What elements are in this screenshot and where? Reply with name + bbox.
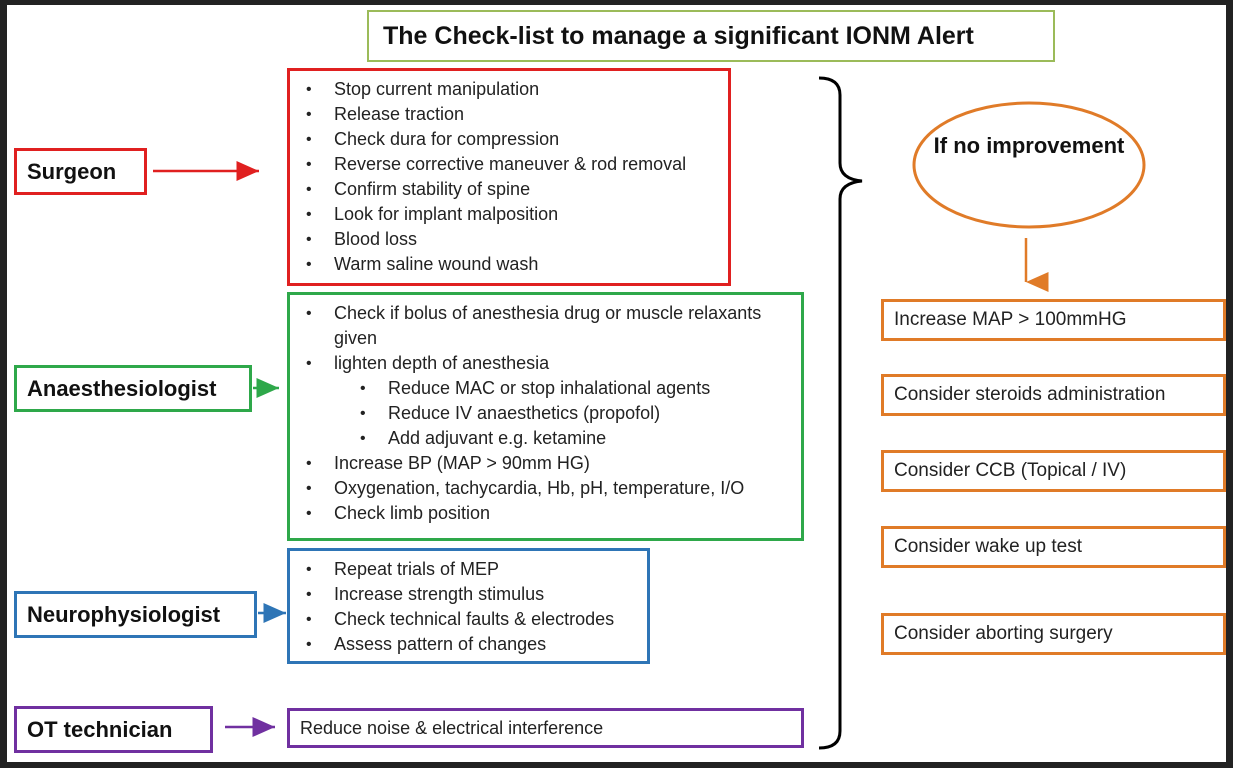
checklist-item: lighten depth of anesthesia [298, 351, 793, 376]
surgeon-checklist: Stop current manipulationRelease tractio… [287, 68, 731, 286]
checklist-item: Repeat trials of MEP [298, 557, 639, 582]
ot-technician-checklist: Reduce noise & electrical interference [287, 708, 804, 748]
checklist-item: Check dura for compression [298, 127, 720, 152]
checklist-item: Add adjuvant e.g. ketamine [298, 426, 793, 451]
role-surgeon: Surgeon [14, 148, 147, 195]
action-steroids: Consider steroids administration [881, 374, 1226, 416]
action-ccb: Consider CCB (Topical / IV) [881, 450, 1226, 492]
checklist-item: Stop current manipulation [298, 77, 720, 102]
action-abort-surgery: Consider aborting surgery [881, 613, 1226, 655]
checklist-item: Reduce MAC or stop inhalational agents [298, 376, 793, 401]
checklist-item: Check limb position [298, 501, 793, 526]
role-anaesthesiologist-label: Anaesthesiologist [27, 375, 217, 401]
checklist-item: Reduce noise & electrical interference [300, 718, 604, 738]
right-curly-brace [818, 76, 863, 750]
checklist-item: Check if bolus of anesthesia drug or mus… [298, 301, 793, 351]
checklist-item: Blood loss [298, 227, 720, 252]
role-anaesthesiologist: Anaesthesiologist [14, 365, 252, 412]
checklist-item: Oxygenation, tachycardia, Hb, pH, temper… [298, 476, 793, 501]
checklist-item: Check technical faults & electrodes [298, 607, 639, 632]
checklist-item: Look for implant malposition [298, 202, 720, 227]
diagram-canvas: The Check-list to manage a significant I… [7, 5, 1226, 762]
connectors-layer [153, 76, 1146, 750]
no-improvement-ellipse [912, 101, 1146, 229]
checklist-item: Reduce IV anaesthetics (propofol) [298, 401, 793, 426]
role-neurophysiologist: Neurophysiologist [14, 591, 257, 638]
role-ot-technician: OT technician [14, 706, 213, 753]
checklist-item: Warm saline wound wash [298, 252, 720, 277]
action-increase-map: Increase MAP > 100mmHG [881, 299, 1226, 341]
diagram-title: The Check-list to manage a significant I… [367, 10, 1055, 62]
checklist-item: Increase BP (MAP > 90mm HG) [298, 451, 793, 476]
checklist-item: Confirm stability of spine [298, 177, 720, 202]
role-neurophysiologist-label: Neurophysiologist [27, 601, 221, 627]
anaesthesiologist-checklist: Check if bolus of anesthesia drug or mus… [287, 292, 804, 541]
role-ot-technician-label: OT technician [27, 716, 173, 742]
role-surgeon-label: Surgeon [27, 158, 117, 184]
checklist-item: Assess pattern of changes [298, 632, 639, 657]
checklist-item: Release traction [298, 102, 720, 127]
action-wake-up-test: Consider wake up test [881, 526, 1226, 568]
neurophysiologist-checklist: Repeat trials of MEPIncrease strength st… [287, 548, 650, 664]
checklist-item: Reverse corrective maneuver & rod remova… [298, 152, 720, 177]
no-improvement-text: If no improvement [933, 133, 1125, 158]
checklist-item: Increase strength stimulus [298, 582, 639, 607]
